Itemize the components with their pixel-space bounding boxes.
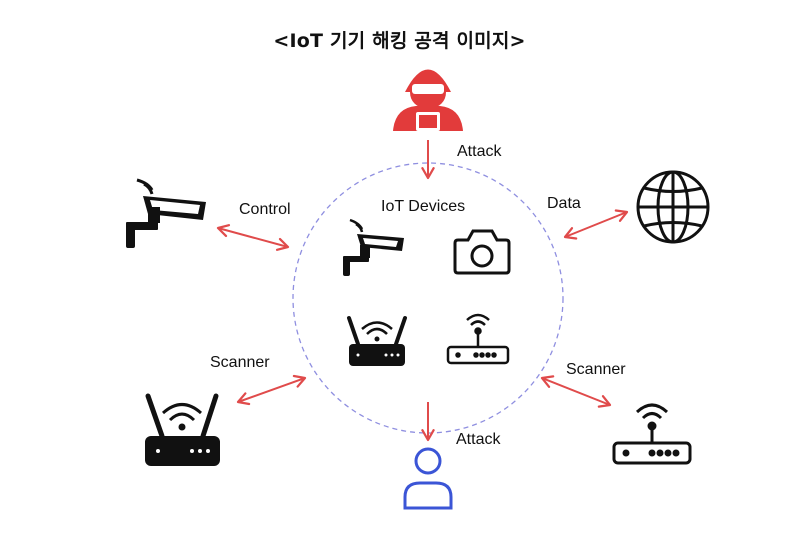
attack-label-top: Attack	[457, 143, 502, 160]
globe-icon	[636, 170, 710, 244]
data-arrow	[563, 209, 629, 240]
access-point-icon-large	[612, 403, 692, 465]
control-label: Control	[239, 201, 291, 218]
scanner-arrow-right	[540, 375, 612, 408]
scanner-label-right: Scanner	[566, 361, 626, 378]
data-label: Data	[547, 195, 581, 212]
hacker-icon	[393, 69, 463, 131]
attack-label-bottom: Attack	[456, 431, 501, 448]
wifi-router-icon-small	[347, 316, 407, 366]
cctv-camera-icon-small	[343, 218, 404, 276]
camera-icon	[453, 229, 511, 275]
user-icon	[403, 447, 453, 510]
iot-devices-label: IoT Devices	[381, 198, 466, 215]
scanner-label-left: Scanner	[210, 354, 270, 371]
scanner-arrow-left	[236, 374, 307, 406]
wifi-router-icon-large	[145, 393, 220, 466]
control-arrow	[216, 224, 290, 251]
access-point-icon-small	[446, 313, 510, 365]
diagram-title: <IoT 기기 해킹 공격 이미지>	[273, 30, 526, 52]
cctv-camera-icon-large	[126, 178, 206, 248]
